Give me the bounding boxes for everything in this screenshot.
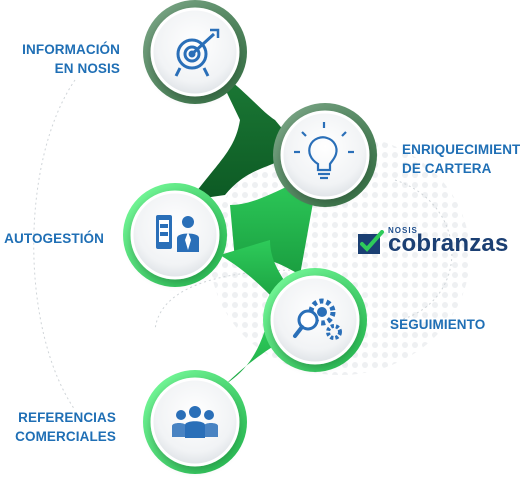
node-enriquecimiento	[273, 103, 377, 207]
nosis-cobranzas-logo: NOSIS cobranzas	[356, 226, 516, 260]
connector-4-5	[205, 330, 290, 395]
label-informacion-line1: INFORMACIÓN	[22, 42, 120, 57]
label-referencias-line1: REFERENCIAS	[18, 410, 116, 425]
logo-small-text: NOSIS	[388, 226, 418, 235]
label-referencias-line2: COMERCIALES	[15, 429, 116, 444]
label-autogestion: AUTOGESTIÓN	[0, 229, 104, 248]
label-autogestion-line1: AUTOGESTIÓN	[4, 231, 104, 246]
label-informacion-line2: EN NOSIS	[54, 61, 120, 76]
label-enriquecimiento-line1: ENRIQUECIMIENTO	[402, 142, 520, 157]
target-icon	[174, 28, 220, 77]
node-informacion	[143, 0, 247, 104]
label-seguimiento-line1: SEGUIMIENTO	[390, 317, 486, 332]
label-referencias: REFERENCIAS COMERCIALES	[0, 408, 116, 446]
lightbulb-icon	[294, 122, 354, 180]
gears-magnifier-icon	[293, 298, 342, 340]
phone-user-icon	[156, 215, 199, 252]
label-seguimiento: SEGUIMIENTO	[390, 315, 510, 334]
guide-arcs	[33, 79, 453, 411]
team-icon	[172, 406, 218, 438]
node-autogestion	[123, 183, 227, 287]
label-informacion: INFORMACIÓN EN NOSIS	[0, 40, 120, 78]
connector-1-2	[190, 68, 300, 200]
label-enriquecimiento: ENRIQUECIMIENTO DE CARTERA	[402, 140, 520, 178]
node-referencias	[143, 370, 247, 474]
node-seguimiento	[263, 268, 367, 372]
logo-check-icon	[358, 230, 384, 254]
logo-big-text: cobranzas	[388, 230, 509, 257]
label-enriquecimiento-line2: DE CARTERA	[402, 161, 492, 176]
